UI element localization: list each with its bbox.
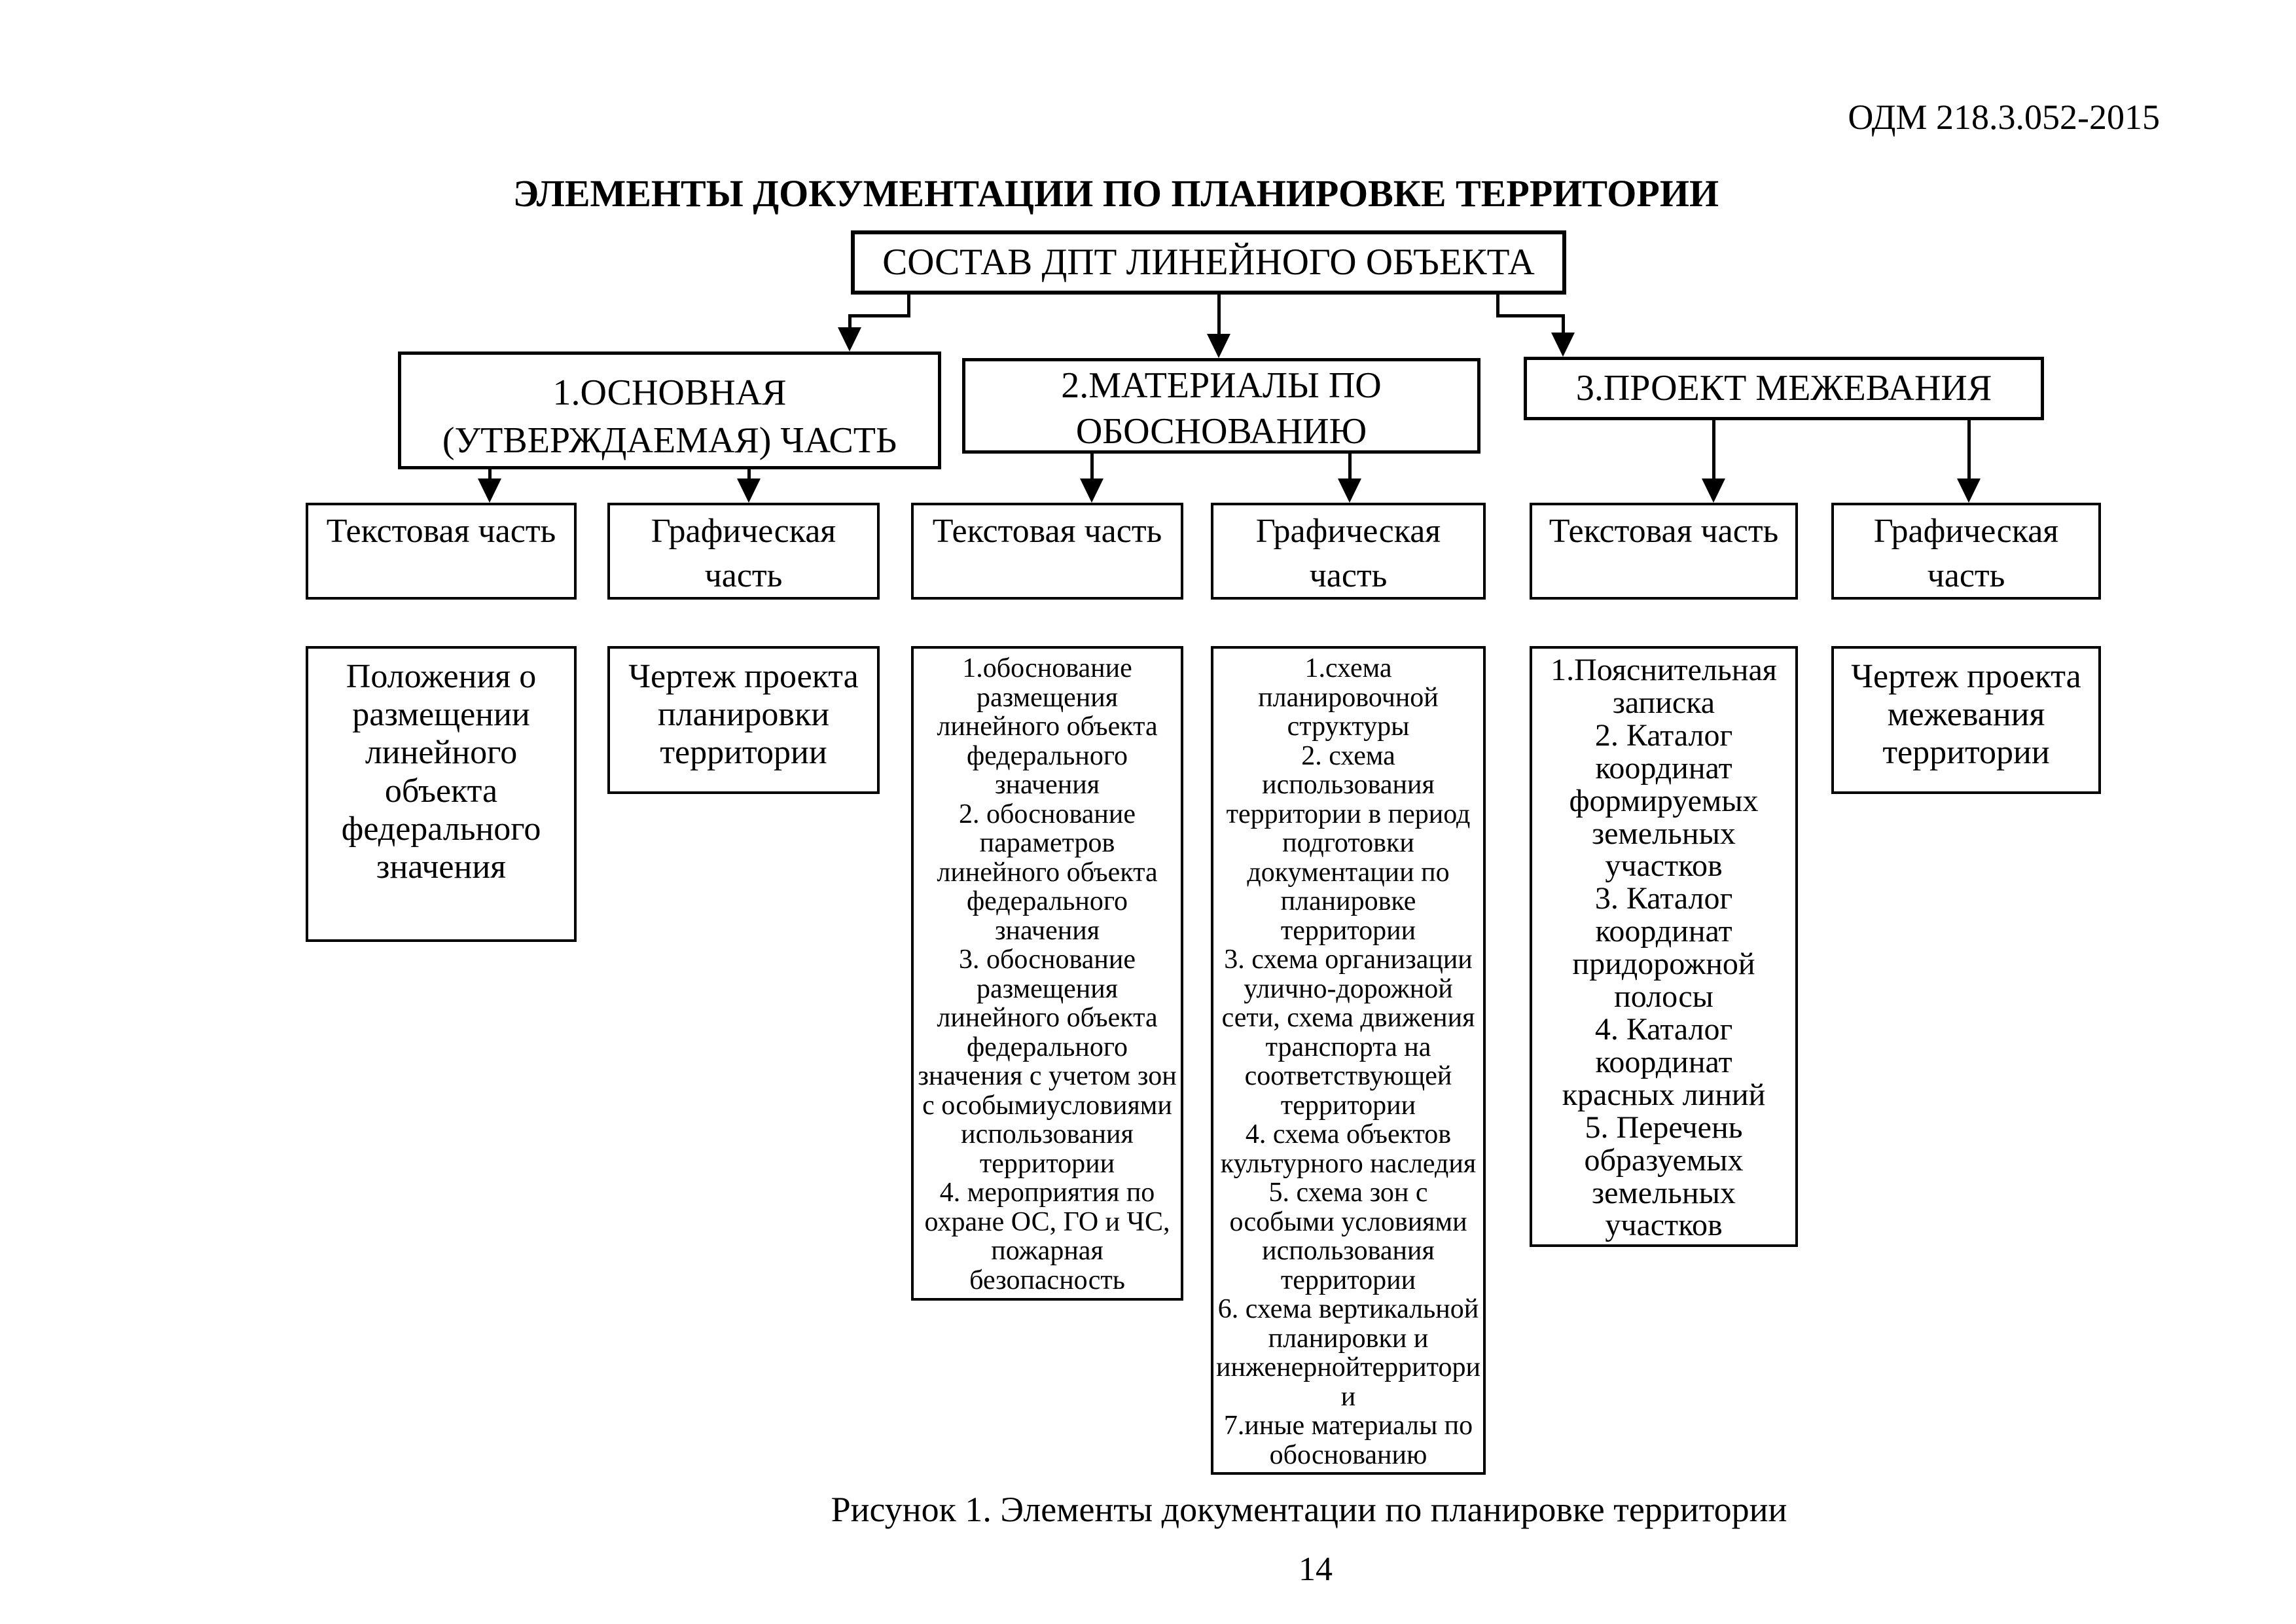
connector-b2-text — [1090, 453, 1094, 480]
standard-reference: ОДМ 218.3.052-2015 — [1848, 98, 2160, 137]
branch-1-osnovnaya-box: 1.ОСНОВНАЯ (УТВЕРЖДАЕМАЯ) ЧАСТЬ — [398, 352, 941, 469]
connector-b3-graph — [1967, 420, 1971, 480]
page-number: 14 — [1299, 1551, 1333, 1588]
part-b2-text-box: Текстовая часть — [911, 503, 1183, 600]
part-b3-graph-box: Графическая часть — [1831, 503, 2101, 600]
connector-left-elbow — [848, 314, 910, 317]
connector-b1-graph — [747, 468, 751, 480]
arrowhead-b1-graph — [737, 478, 761, 503]
branch-3-proekt-mezhevaniya-box: 3.ПРОЕКТ МЕЖЕВАНИЯ — [1524, 357, 2044, 420]
connector-b1-text — [488, 468, 492, 480]
arrowhead-to-branch-3 — [1551, 333, 1575, 357]
arrowhead-b2-graph — [1338, 478, 1361, 503]
connector-right-elbow — [1496, 314, 1565, 317]
content-b3-graph-box: Чертеж проекта межевания территории — [1831, 646, 2101, 794]
connector-b2-graph — [1348, 453, 1352, 480]
connector-left-stub — [907, 295, 910, 317]
arrowhead-to-branch-1 — [838, 327, 861, 352]
connector-right-stub — [1496, 295, 1499, 317]
content-b3-text-box: 1.Пояснительная записка 2. Каталог коорд… — [1530, 646, 1798, 1247]
connector-b3-text — [1712, 420, 1715, 480]
part-b2-graph-box: Графическая часть — [1211, 503, 1486, 600]
part-b3-text-box: Текстовая часть — [1530, 503, 1798, 600]
connector-middle-stub — [1217, 295, 1221, 335]
content-b2-graph-box: 1.схема планировочной структуры 2. схема… — [1211, 646, 1486, 1475]
arrowhead-b1-text — [478, 478, 501, 503]
arrowhead-to-branch-2 — [1207, 334, 1230, 358]
content-b1-graph-box: Чертеж проекта планировки территории — [607, 646, 880, 794]
connector-left-drop — [848, 316, 852, 331]
part-b1-text-box: Текстовая часть — [306, 503, 577, 600]
part-b1-graph-box: Графическая часть — [607, 503, 880, 600]
root-node-sostav-dpt: СОСТАВ ДПТ ЛИНЕЙНОГО ОБЪЕКТА — [851, 230, 1566, 295]
figure-caption: Рисунок 1. Элементы документации по план… — [831, 1490, 1787, 1529]
content-b2-text-box: 1.обоснование размещения линейного объек… — [911, 646, 1183, 1301]
arrowhead-b3-graph — [1957, 478, 1981, 503]
content-b1-text-box: Положения о размещении линейного объекта… — [306, 646, 577, 942]
arrowhead-b3-text — [1702, 478, 1725, 503]
arrowhead-b2-text — [1080, 478, 1103, 503]
figure-title: ЭЛЕМЕНТЫ ДОКУМЕНТАЦИИ ПО ПЛАНИРОВКЕ ТЕРР… — [512, 172, 1719, 215]
connector-right-drop — [1562, 316, 1565, 334]
branch-2-materialy-box: 2.МАТЕРИАЛЫ ПО ОБОСНОВАНИЮ — [962, 358, 1480, 454]
